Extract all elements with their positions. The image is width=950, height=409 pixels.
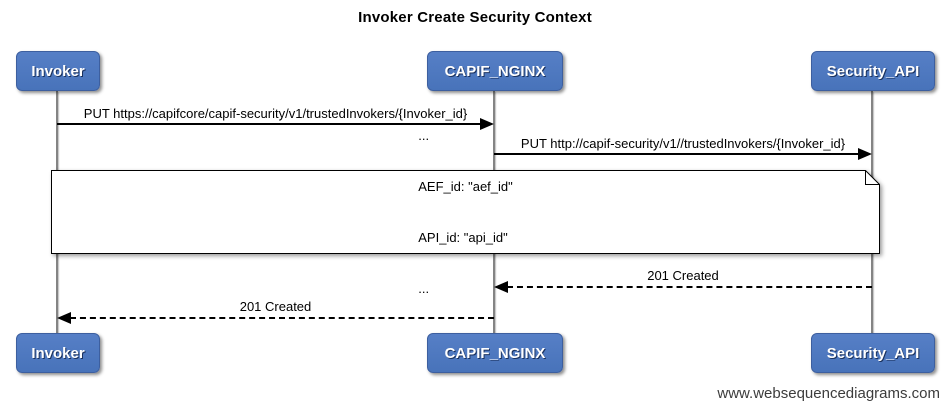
- message-label-201-created: 201 Created: [239, 299, 312, 314]
- note-outline: [51, 170, 880, 254]
- note-box: ... AEF_id: "aef_id" API_id: "api_id" ..…: [51, 128, 880, 296]
- message-line: [57, 123, 481, 125]
- message-line: [494, 153, 859, 155]
- arrowhead-left-icon: [57, 312, 71, 324]
- note-fold-icon: [865, 170, 880, 185]
- note-line: ...: [418, 128, 430, 143]
- note-line: AEF_id: "aef_id": [418, 179, 513, 194]
- actor-box-security-api-bottom: Security_API: [811, 333, 935, 373]
- message-line: [507, 286, 872, 288]
- note-line: ...: [418, 281, 430, 296]
- note-line: API_id: "api_id": [418, 230, 508, 245]
- arrowhead-right-icon: [858, 148, 872, 160]
- actor-label: Security_API: [826, 62, 920, 80]
- actor-box-invoker-bottom: Invoker: [16, 333, 100, 373]
- actor-label: Security_API: [826, 344, 920, 362]
- note-text: ... AEF_id: "aef_id" API_id: "api_id" ..…: [418, 93, 513, 331]
- actor-label: Invoker: [31, 344, 85, 362]
- actor-label: CAPIF_NGINX: [444, 62, 546, 80]
- actor-label: Invoker: [31, 62, 85, 80]
- diagram-title: Invoker Create Security Context: [358, 9, 592, 26]
- message-label-put-capif-security: PUT http://capif-security/v1//trustedInv…: [520, 136, 846, 151]
- actor-box-capif-nginx-bottom: CAPIF_NGINX: [427, 333, 563, 373]
- actor-box-capif-nginx-top: CAPIF_NGINX: [427, 51, 563, 91]
- watermark-url: www.websequencediagrams.com: [717, 385, 940, 402]
- actor-box-invoker-top: Invoker: [16, 51, 100, 91]
- message-label-201-created: 201 Created: [647, 268, 719, 283]
- note-shape: [51, 170, 880, 254]
- message-line: [70, 317, 494, 319]
- arrowhead-right-icon: [480, 118, 494, 130]
- actor-box-security-api-top: Security_API: [811, 51, 935, 91]
- message-label-put-trusted-invokers: PUT https://capifcore/capif-security/v1/…: [83, 106, 468, 121]
- actor-label: CAPIF_NGINX: [444, 344, 546, 362]
- arrowhead-left-icon: [494, 281, 508, 293]
